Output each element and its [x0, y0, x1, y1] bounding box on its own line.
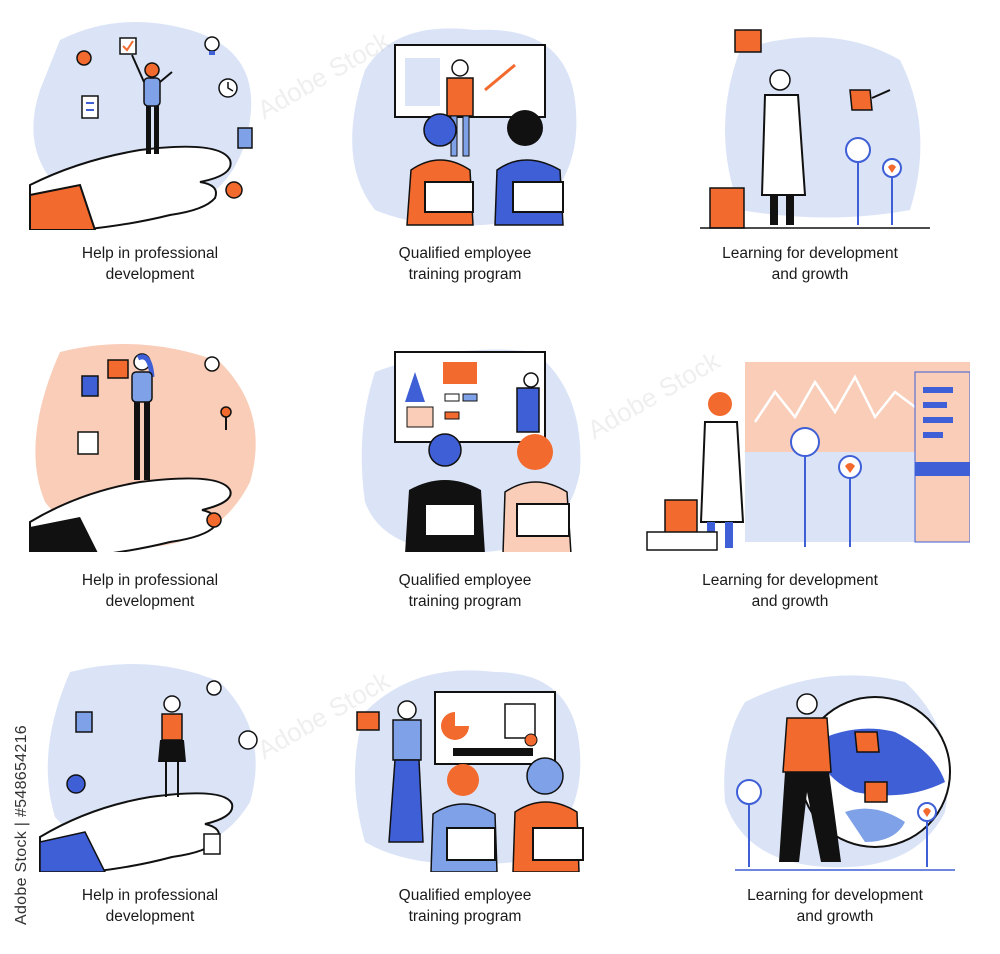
card-training-program-1: Qualified employee training program — [315, 0, 615, 300]
book-icon — [356, 711, 380, 731]
caption-line-2: development — [105, 266, 195, 283]
caption-line-2: training program — [408, 908, 522, 925]
caption-line-1: Help in professional — [81, 245, 219, 262]
card-caption: Qualified employee training program — [315, 885, 615, 927]
card-caption: Help in professional development — [0, 885, 300, 927]
caption-line-2: and growth — [751, 593, 829, 610]
watering-can-icon — [849, 89, 891, 111]
learning-illustration — [646, 362, 970, 551]
person-icon — [158, 695, 186, 797]
caption-line-2: development — [105, 593, 195, 610]
book-icon — [864, 781, 888, 803]
stock-id-label: Adobe Stock | #548654216 — [2, 700, 42, 950]
card-help-professional-1: Help in professional development — [0, 0, 300, 300]
hand-lift-illustration — [29, 344, 256, 552]
clock-icon — [218, 78, 238, 98]
chair-icon — [424, 181, 564, 213]
checklist-icon — [119, 37, 137, 55]
hand-icon — [29, 145, 232, 230]
caption-line-1: Help in professional — [81, 887, 219, 904]
flower-icon — [790, 427, 862, 547]
caption-line-1: Qualified employee — [398, 887, 532, 904]
caption-line-1: Learning for development — [702, 572, 878, 589]
caption-line-2: and growth — [796, 908, 874, 925]
training-illustration — [361, 349, 581, 552]
chair-icon — [446, 827, 584, 861]
card-caption: Help in professional development — [0, 570, 300, 612]
money-icon — [237, 127, 253, 149]
lightbulb-icon — [204, 356, 220, 372]
card-learning-growth-1: Learning for development and growth — [660, 0, 960, 300]
training-illustration — [355, 670, 584, 872]
caption-line-2: development — [105, 908, 195, 925]
person-icon — [699, 392, 745, 548]
card-caption: Learning for development and growth — [640, 570, 940, 612]
gear-icon — [206, 512, 222, 528]
person-icon — [131, 54, 173, 154]
card-training-program-3: Qualified employee training program — [315, 642, 615, 942]
person-icon — [516, 372, 540, 433]
caption-line-2: and growth — [771, 266, 849, 283]
card-caption: Learning for development and growth — [685, 885, 985, 927]
card-caption: Help in professional development — [0, 243, 300, 285]
book-icon — [734, 29, 762, 53]
card-learning-growth-2: Learning for development and growth — [640, 322, 970, 622]
caption-line-1: Learning for development — [722, 245, 898, 262]
chair-icon — [424, 503, 570, 537]
watering-can-icon — [854, 731, 880, 753]
flower-icon — [736, 779, 937, 867]
coin-icon — [76, 50, 243, 199]
caption-line-2: training program — [408, 266, 522, 283]
key-icon — [220, 406, 232, 430]
card-caption: Qualified employee training program — [315, 243, 615, 285]
clock-icon — [238, 730, 258, 750]
money-icon — [81, 375, 99, 397]
card-caption: Qualified employee training program — [315, 570, 615, 612]
learning-illustration — [700, 29, 930, 229]
caption-line-1: Learning for development — [747, 887, 923, 904]
checklist-icon — [81, 95, 99, 119]
book-icon — [107, 359, 129, 379]
learning-illustration — [724, 675, 955, 871]
lightbulb-icon — [206, 680, 222, 696]
person-icon — [779, 693, 841, 862]
stock-id-text: Adobe Stock | #548654216 — [13, 725, 30, 925]
checklist-icon — [77, 431, 99, 455]
training-illustration — [352, 28, 577, 226]
person-icon — [388, 700, 424, 843]
person-icon — [131, 353, 155, 480]
hand-lift-illustration — [39, 664, 258, 872]
coin-icon — [66, 774, 86, 794]
card-learning-growth-3: Learning for development and growth — [685, 642, 985, 942]
checklist-icon — [203, 833, 221, 855]
gear-icon — [524, 733, 538, 747]
lightbulb-icon — [204, 36, 220, 55]
board-icon — [434, 691, 556, 765]
person-icon — [760, 69, 807, 225]
hand-icon — [39, 792, 234, 872]
caption-line-1: Qualified employee — [398, 572, 532, 589]
hand-icon — [29, 477, 232, 552]
card-help-professional-2: Help in professional development — [0, 322, 300, 622]
card-training-program-2: Qualified employee training program — [315, 322, 615, 622]
hand-lift-illustration — [29, 22, 253, 230]
money-icon — [75, 711, 93, 733]
caption-line-1: Qualified employee — [398, 245, 532, 262]
card-help-professional-3: Help in professional development — [0, 642, 300, 942]
card-caption: Learning for development and growth — [660, 243, 960, 285]
caption-line-1: Help in professional — [81, 572, 219, 589]
caption-line-2: training program — [408, 593, 522, 610]
flower-icon — [845, 137, 902, 225]
